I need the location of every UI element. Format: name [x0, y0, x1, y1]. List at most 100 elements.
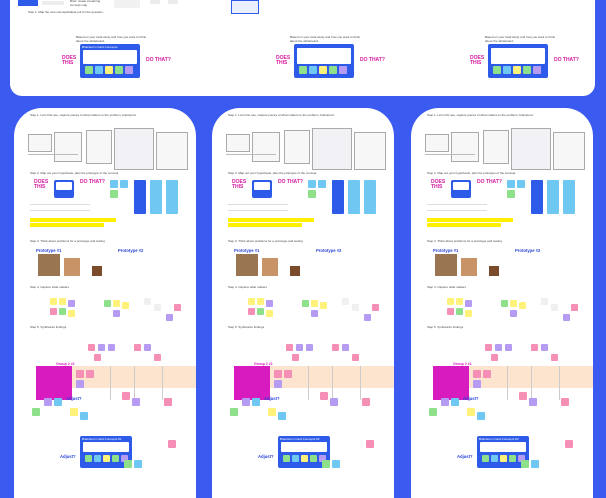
sticky-note[interactable]	[115, 66, 123, 74]
sticky-note[interactable]	[310, 455, 317, 462]
sticky-note[interactable]	[319, 455, 326, 462]
sticky-note[interactable]	[274, 380, 282, 388]
sticky-note[interactable]	[134, 460, 142, 468]
sticky-note[interactable]	[519, 302, 526, 309]
sticky-note[interactable]	[120, 180, 128, 188]
prototype-photo[interactable]	[461, 258, 477, 276]
sticky-note[interactable]	[332, 460, 340, 468]
sticky-note[interactable]	[122, 302, 129, 309]
prototype-photo[interactable]	[64, 258, 80, 276]
sketch-sticky[interactable]	[226, 134, 250, 152]
sticky-note[interactable]	[332, 344, 339, 351]
sticky-note[interactable]	[509, 455, 516, 462]
sticky-note[interactable]	[501, 300, 508, 307]
sticky-note[interactable]	[465, 310, 472, 317]
sketch-sticky[interactable]	[28, 134, 52, 152]
sticky-note[interactable]	[125, 66, 133, 74]
sticky-note[interactable]	[521, 460, 529, 468]
sticky-note[interactable]	[339, 66, 347, 74]
sticky-note[interactable]	[309, 66, 317, 74]
sticky-note[interactable]	[124, 460, 132, 468]
brainstorm-frame[interactable]	[488, 44, 548, 78]
sticky-note[interactable]	[500, 455, 507, 462]
sticky-note[interactable]	[342, 298, 349, 305]
sticky-note[interactable]	[86, 370, 94, 378]
sticky-note[interactable]	[113, 300, 120, 307]
sticky-note[interactable]	[283, 455, 290, 462]
sticky-note[interactable]	[105, 66, 113, 74]
sticky-note[interactable]	[477, 412, 485, 420]
sticky-note[interactable]	[533, 66, 541, 74]
sticky-note[interactable]	[104, 300, 111, 307]
sticky-note[interactable]	[103, 455, 110, 462]
sticky-note[interactable]	[571, 304, 578, 311]
sticky-note[interactable]	[456, 298, 463, 305]
bottom-brainstorm-frame[interactable]: Brainstorm Card Concepts #3	[477, 436, 529, 468]
sticky-note[interactable]	[274, 370, 282, 378]
concept-frame[interactable]	[252, 180, 272, 198]
sticky-note[interactable]	[513, 66, 521, 74]
sticky-note[interactable]	[510, 300, 517, 307]
bottom-brainstorm-frame[interactable]: Brainstorm Card Concepts #2	[278, 436, 330, 468]
sticky-note[interactable]	[482, 455, 489, 462]
sticky-note[interactable]	[362, 398, 370, 406]
sticky-note[interactable]	[491, 354, 498, 361]
sticky-note[interactable]	[252, 398, 260, 406]
sketch-image[interactable]	[511, 128, 551, 170]
sticky-note[interactable]	[76, 380, 84, 388]
sticky-note[interactable]	[144, 298, 151, 305]
sticky-note[interactable]	[70, 408, 78, 416]
sticky-note[interactable]	[108, 344, 115, 351]
sticky-note[interactable]	[364, 314, 371, 321]
sticky-note[interactable]	[366, 440, 374, 448]
sticky-note[interactable]	[44, 398, 52, 406]
sketch-sticky[interactable]	[252, 132, 280, 162]
sticky-note[interactable]	[292, 354, 299, 361]
sticky-stack[interactable]	[166, 180, 178, 214]
prototype-photo[interactable]	[38, 254, 60, 276]
board-column-2[interactable]: Step 1. Let's first see, capture pieces …	[212, 108, 394, 498]
sticky-note[interactable]	[112, 455, 119, 462]
sticky-stack[interactable]	[547, 180, 559, 214]
sticky-note[interactable]	[85, 455, 92, 462]
sticky-note[interactable]	[278, 412, 286, 420]
sticky-note[interactable]	[95, 66, 103, 74]
sticky-note[interactable]	[68, 300, 75, 307]
sticky-note[interactable]	[168, 440, 176, 448]
sticky-note[interactable]	[50, 308, 57, 315]
sticky-note[interactable]	[296, 344, 303, 351]
sticky-note[interactable]	[164, 398, 172, 406]
sticky-note[interactable]	[510, 310, 517, 317]
sticky-note[interactable]	[166, 314, 173, 321]
sticky-stack[interactable]	[531, 180, 543, 214]
sticky-note[interactable]	[68, 310, 75, 317]
sticky-note[interactable]	[551, 304, 558, 311]
sticky-note[interactable]	[154, 354, 161, 361]
board-column-1[interactable]: Step 1. Let's first see, capture pieces …	[14, 108, 196, 498]
sticky-note[interactable]	[529, 398, 537, 406]
sticky-note[interactable]	[330, 398, 338, 406]
sketch-image[interactable]	[284, 130, 310, 164]
sticky-note[interactable]	[483, 370, 491, 378]
sticky-note[interactable]	[299, 66, 307, 74]
sticky-note[interactable]	[76, 370, 84, 378]
sticky-note[interactable]	[517, 180, 525, 188]
sticky-note[interactable]	[308, 190, 316, 198]
sticky-note[interactable]	[319, 66, 327, 74]
sticky-note[interactable]	[122, 392, 130, 400]
sticky-note[interactable]	[451, 398, 459, 406]
sticky-note[interactable]	[563, 314, 570, 321]
sticky-note[interactable]	[456, 308, 463, 315]
sticky-note[interactable]	[257, 308, 264, 315]
sticky-note[interactable]	[320, 392, 328, 400]
sticky-stack[interactable]	[348, 180, 360, 214]
sticky-note[interactable]	[301, 455, 308, 462]
sticky-note[interactable]	[352, 354, 359, 361]
sticky-note[interactable]	[268, 408, 276, 416]
sticky-note[interactable]	[320, 302, 327, 309]
prototype-photo[interactable]	[290, 266, 300, 276]
sticky-note[interactable]	[134, 344, 141, 351]
sticky-note[interactable]	[121, 455, 128, 462]
sketch-image[interactable]	[553, 132, 585, 170]
sticky-note[interactable]	[80, 412, 88, 420]
